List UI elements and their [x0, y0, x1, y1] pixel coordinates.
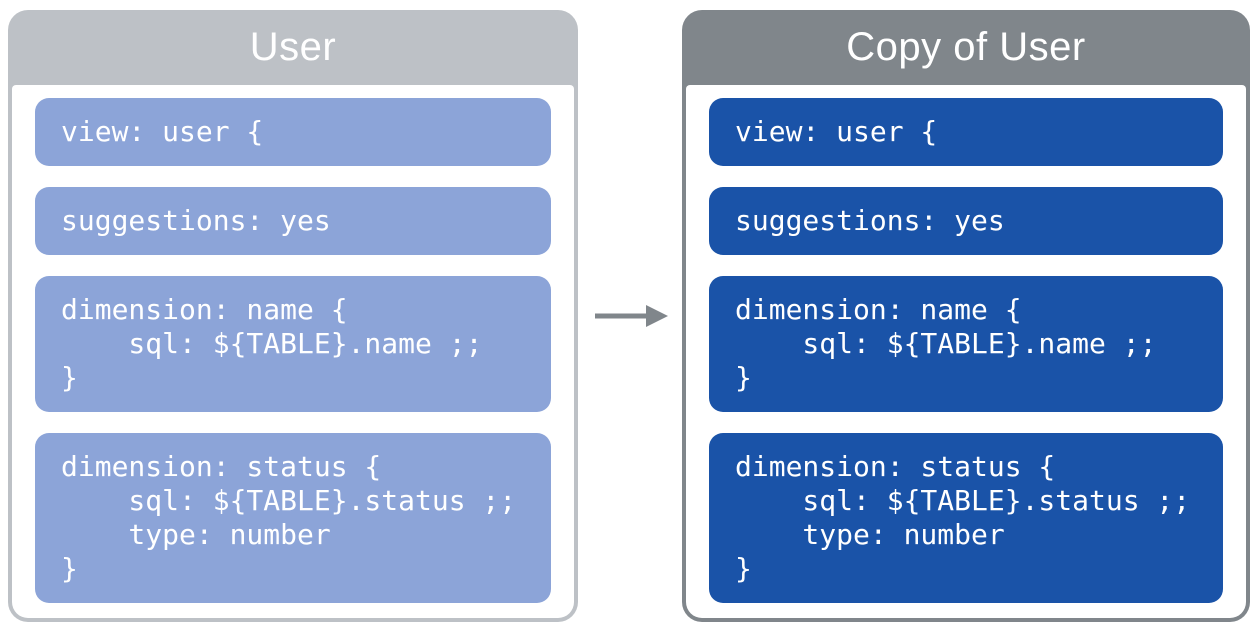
code-line: sql: ${TABLE}.status ;;: [61, 484, 517, 517]
code-line: }: [61, 361, 78, 394]
code-block-dimension-status: dimension: status { sql: ${TABLE}.status…: [709, 433, 1223, 603]
code-line: dimension: name {: [735, 293, 1022, 326]
panel-copy-of-user: Copy of User view: user { suggestions: y…: [682, 10, 1250, 622]
code-block-view: view: user {: [35, 98, 551, 166]
panel-user-title: User: [249, 25, 337, 69]
code-line: sql: ${TABLE}.status ;;: [735, 484, 1191, 517]
panel-user: User view: user { suggestions: yes dimen…: [8, 10, 578, 622]
code-line: suggestions: yes: [61, 204, 331, 237]
code-line: }: [735, 361, 752, 394]
code-block-suggestions: suggestions: yes: [35, 187, 551, 255]
panel-user-body: view: user { suggestions: yes dimension:…: [12, 85, 574, 618]
panel-copy-of-user-body: view: user { suggestions: yes dimension:…: [686, 85, 1246, 618]
code-line: view: user {: [61, 115, 264, 148]
panel-copy-of-user-title: Copy of User: [846, 25, 1086, 69]
code-line: sql: ${TABLE}.name ;;: [61, 327, 483, 360]
code-line: sql: ${TABLE}.name ;;: [735, 327, 1157, 360]
code-line: }: [735, 552, 752, 585]
code-block-dimension-name: dimension: name { sql: ${TABLE}.name ;; …: [709, 276, 1223, 412]
code-line: suggestions: yes: [735, 204, 1005, 237]
code-line: }: [61, 552, 78, 585]
code-block-dimension-name: dimension: name { sql: ${TABLE}.name ;; …: [35, 276, 551, 412]
code-line: dimension: status {: [735, 450, 1056, 483]
code-line: type: number: [735, 518, 1005, 551]
copy-arrow-icon: [591, 300, 671, 332]
code-block-suggestions: suggestions: yes: [709, 187, 1223, 255]
code-block-view: view: user {: [709, 98, 1223, 166]
code-line: view: user {: [735, 115, 938, 148]
code-line: dimension: name {: [61, 293, 348, 326]
code-line: dimension: status {: [61, 450, 382, 483]
code-line: type: number: [61, 518, 331, 551]
code-block-dimension-status: dimension: status { sql: ${TABLE}.status…: [35, 433, 551, 603]
